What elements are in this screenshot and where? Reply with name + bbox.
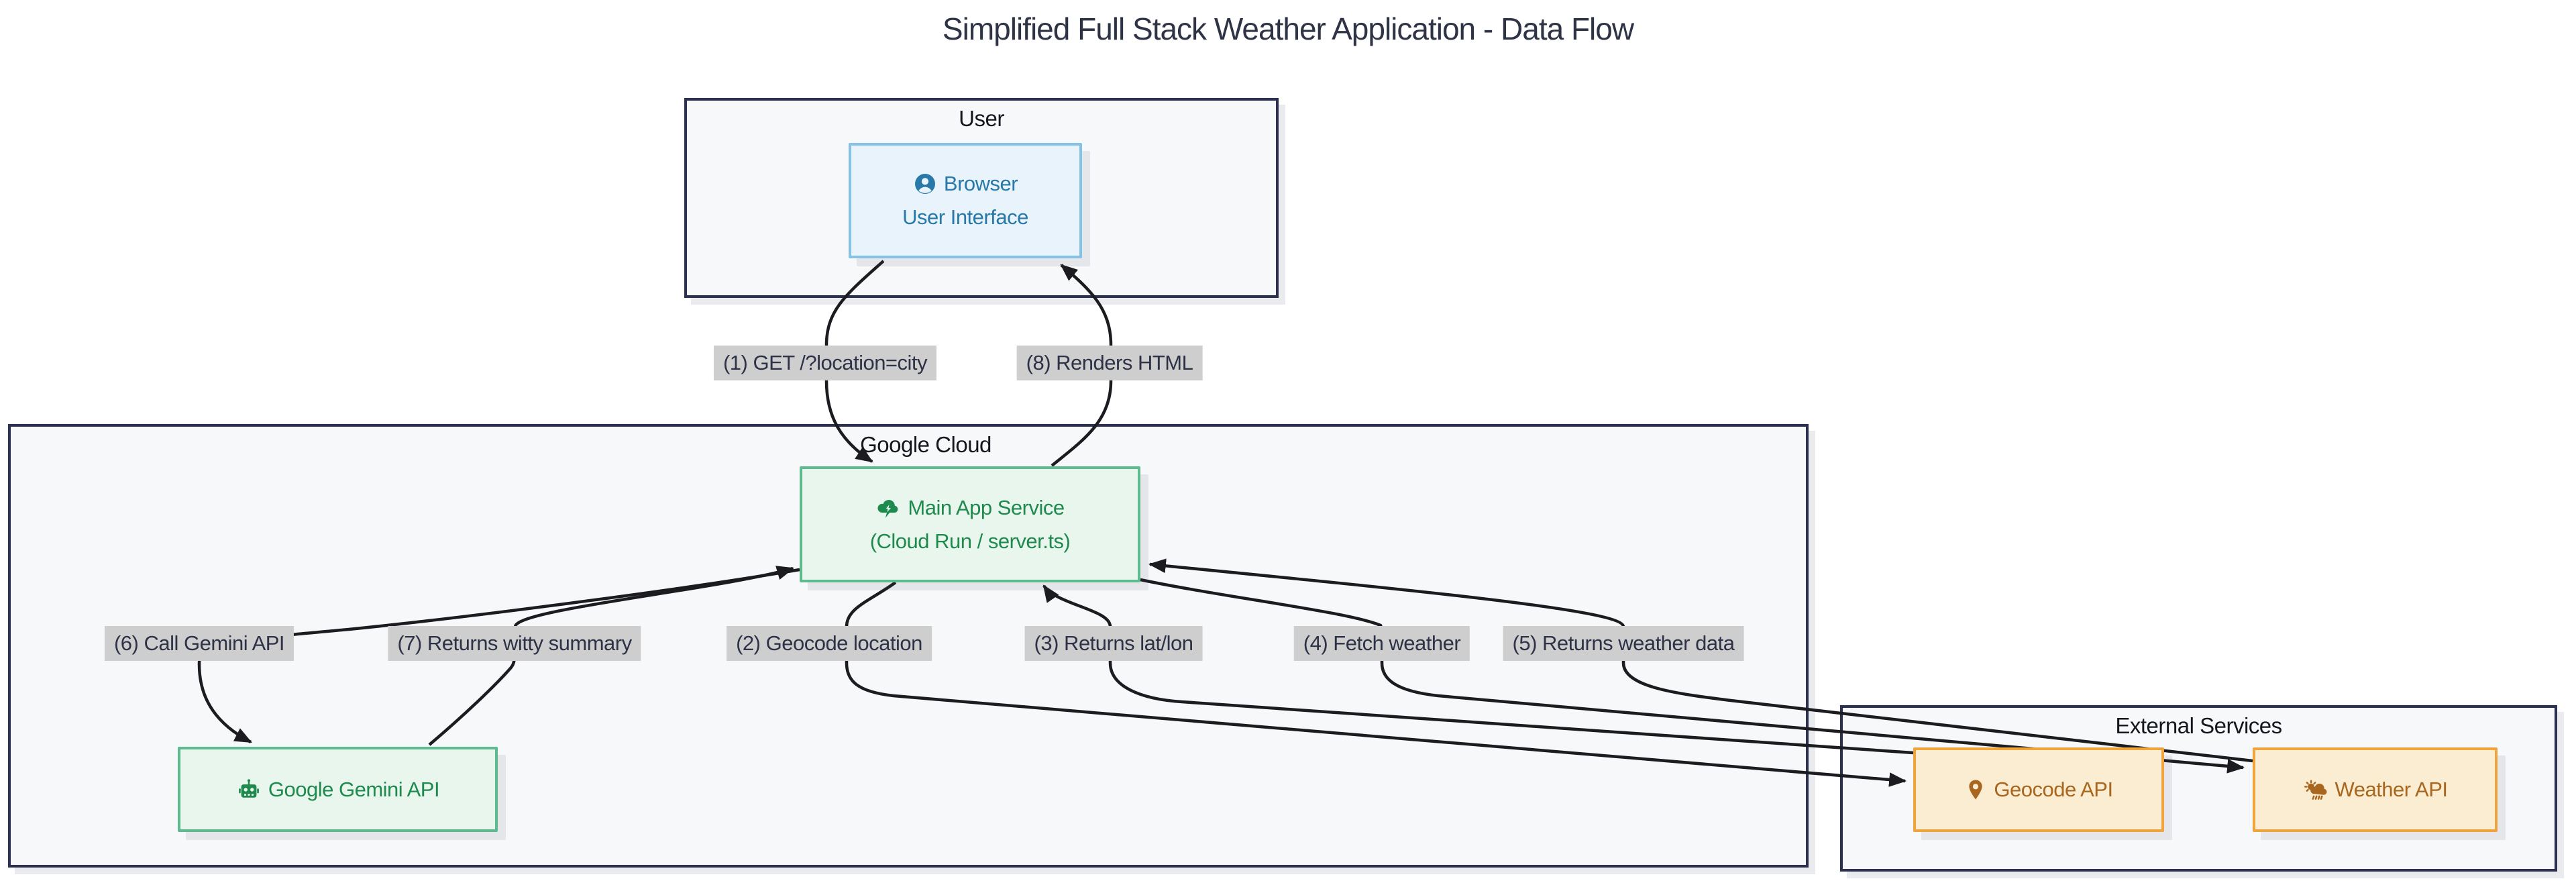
edge-label-6: (6) Call Gemini API <box>104 626 294 661</box>
node-gemini-title: Google Gemini API <box>268 777 440 801</box>
page-title: Simplified Full Stack Weather Applicatio… <box>942 11 1634 46</box>
edge-label-4: (4) Fetch weather <box>1293 626 1470 661</box>
subgraph-google-cloud-label: Google Cloud <box>860 432 991 457</box>
robot-icon <box>236 777 262 802</box>
edge-label-5: (5) Returns weather data <box>1503 626 1744 661</box>
node-browser: Browser User Interface <box>849 143 1082 258</box>
node-geocode-title: Geocode API <box>1994 778 2113 801</box>
edge-2-mainapp-to-geocode <box>845 581 1907 787</box>
node-geocode: Geocode API <box>1913 747 2164 832</box>
node-gemini: Google Gemini API <box>178 747 498 832</box>
node-weather: Weather API <box>2253 747 2498 832</box>
cloud-bolt-icon <box>875 495 901 521</box>
edge-label-1: (1) GET /?location=city <box>713 346 937 380</box>
edge-label-8: (8) Renders HTML <box>1016 346 1203 380</box>
node-main-app-title: Main App Service <box>908 495 1065 519</box>
edge-label-7: (7) Returns witty summary <box>388 626 641 661</box>
node-browser-subtitle: User Interface <box>902 205 1028 229</box>
node-main-app-subtitle: (Cloud Run / server.ts) <box>869 529 1071 553</box>
node-browser-title: Browser <box>943 172 1018 195</box>
edge-6-mainapp-to-gemini <box>197 568 800 743</box>
edge-4-mainapp-to-weather <box>1140 578 2245 774</box>
location-pin-icon <box>1964 778 1987 801</box>
node-weather-title: Weather API <box>2334 778 2448 801</box>
cloud-sun-rain-icon <box>2303 777 2328 802</box>
edge-label-2: (2) Geocode location <box>727 626 932 661</box>
edge-3-geocode-to-mainapp <box>1042 584 1914 755</box>
edge-8-mainapp-to-browser <box>1051 264 1113 467</box>
subgraph-external-services-label: External Services <box>2115 713 2282 738</box>
edge-label-3: (3) Returns lat/lon <box>1024 626 1203 661</box>
edge-5-weather-to-mainapp <box>1148 558 2253 763</box>
node-main-app: Main App Service (Cloud Run / server.ts) <box>800 466 1140 582</box>
user-circle-icon <box>913 172 937 196</box>
subgraph-user-label: User <box>959 106 1004 131</box>
